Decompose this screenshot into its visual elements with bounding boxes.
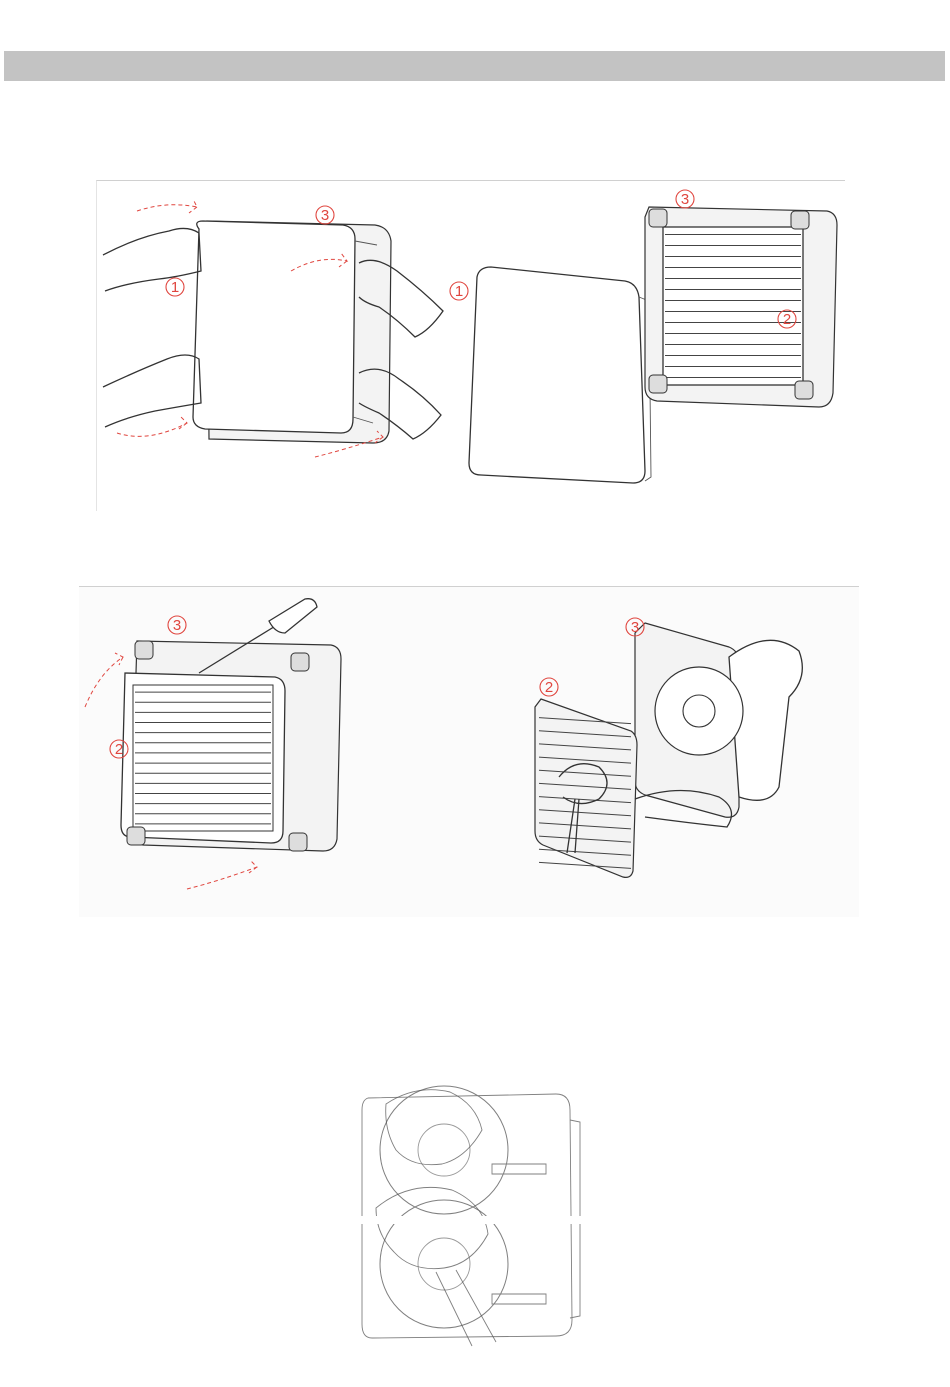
screwdriver-handle [269,599,317,633]
svg-text:1: 1 [171,279,179,296]
illustration-remove-grille: 3 2 3 2 [79,586,859,917]
illustration-clean-impeller [356,1080,592,1352]
section-header-bar [4,51,945,81]
arrow-grille-release-bottom [187,861,257,889]
arrow-left-bottom [117,417,187,436]
callout-housing-right: 3 [676,190,694,208]
svg-text:3: 3 [173,617,181,634]
svg-text:3: 3 [631,619,639,636]
housing-grille-screwdriver [121,599,341,851]
detached-cover [469,267,645,483]
svg-text:3: 3 [321,207,329,224]
housing-with-fan [635,623,802,817]
svg-text:2: 2 [545,679,553,696]
arrow-left-top [137,199,197,213]
svg-text:2: 2 [783,311,791,328]
svg-text:1: 1 [455,283,463,300]
callout-cover-left: 1 [166,278,184,296]
fan-assembly-with-cover [193,221,391,443]
callout-housing-left: 3 [316,206,334,224]
callout-grille-panel2-right: 2 [540,678,558,696]
image-scan-gap [356,1216,592,1224]
svg-text:3: 3 [681,191,689,208]
callout-cover-right: 1 [450,282,468,300]
illustration-remove-cover: 1 3 1 3 2 [96,180,845,511]
arrow-grille-release-top [85,653,123,707]
svg-text:2: 2 [115,741,123,758]
housing-with-grille [645,207,837,407]
fan-housing-front [362,1086,580,1338]
callout-housing-panel2-left: 3 [168,616,186,634]
detached-grille [535,699,637,877]
